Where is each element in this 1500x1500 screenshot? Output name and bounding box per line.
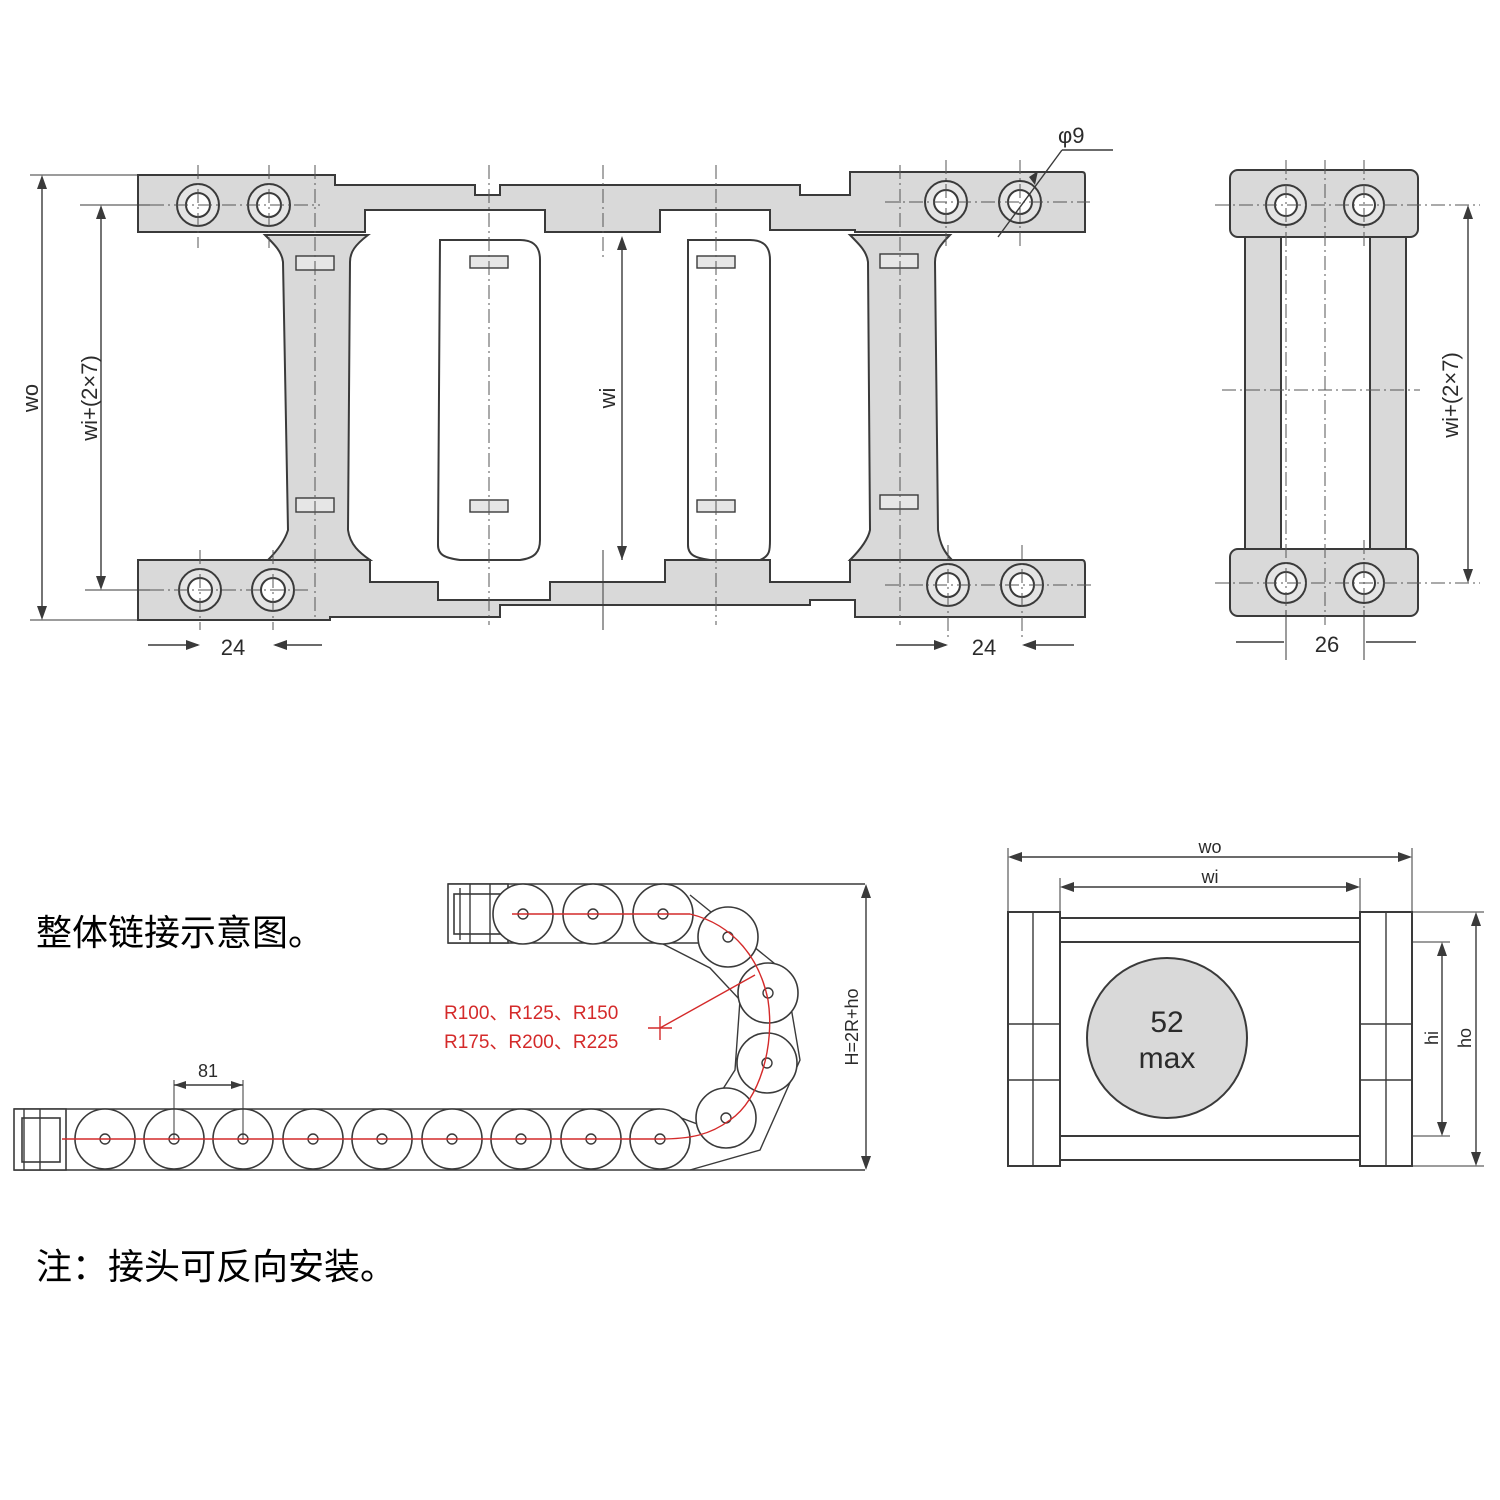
chain-view-dimensions [173, 884, 871, 1170]
footnote: 注：接头可反向安装。 [36, 1247, 397, 1288]
dim-pitch-left-label: 24 [221, 635, 245, 660]
cable-circle [1086, 957, 1248, 1119]
lower-end-bracket [13, 1108, 67, 1171]
side-rail [1244, 234, 1282, 552]
radius-options-line2: R175、R200、R225 [444, 1032, 618, 1053]
section-bottom-bar [1059, 1135, 1361, 1161]
end-dim-wi-plus-label: wi+(2×7) [1438, 352, 1463, 439]
end-view-center-lines [1215, 160, 1480, 625]
section-wi-label: wi [1201, 867, 1219, 887]
side-rail [1369, 234, 1407, 552]
center-lines [150, 160, 1095, 640]
radius-options-line1: R100、R125、R150 [444, 1003, 618, 1024]
section-wo-label: wo [1197, 837, 1221, 857]
chain-caption: 整体链接示意图。 [36, 913, 325, 954]
left-link-plate [262, 234, 374, 561]
chain-pitch-label: 81 [198, 1061, 218, 1081]
chain-height-label: H=2R+ho [842, 988, 862, 1065]
top-view-dimensions [30, 149, 1113, 650]
end-view: wi+(2×7) 26 [1215, 160, 1480, 660]
section-ho-label: ho [1455, 1028, 1475, 1048]
section-hi-label: hi [1422, 1031, 1442, 1045]
bottom-rail [137, 559, 1086, 621]
cable-size-value: 52 [1150, 1006, 1183, 1039]
cross-section-dimensions [1007, 848, 1484, 1167]
dim-wo-label: wo [18, 384, 43, 413]
cross-section: 52 max wo wi hi ho [1007, 837, 1484, 1167]
chain-view: R100、R125、R150 R175、R200、R225 81 H=2R+ho [13, 883, 871, 1171]
slot [879, 253, 919, 269]
section-side-wall [1007, 911, 1061, 1167]
top-bracket [1229, 169, 1419, 238]
end-dim-pitch-label: 26 [1315, 632, 1339, 657]
top-view: wo wi+(2×7) wi φ9 24 24 [18, 123, 1113, 660]
dim-wi-plus-label: wi+(2×7) [77, 355, 102, 442]
right-link-plate [847, 234, 955, 561]
dim-pitch-right-label: 24 [972, 635, 996, 660]
dim-hole-label: φ9 [1058, 123, 1085, 148]
slot [879, 494, 919, 510]
bend-radius-marks [62, 913, 771, 1140]
top-rail [137, 171, 1086, 233]
dim-wi-label: wi [595, 388, 620, 410]
cable-size-unit: max [1139, 1042, 1196, 1075]
section-top-bar [1059, 917, 1361, 943]
end-view-dimensions [1236, 205, 1473, 660]
bend-links [695, 906, 799, 1149]
